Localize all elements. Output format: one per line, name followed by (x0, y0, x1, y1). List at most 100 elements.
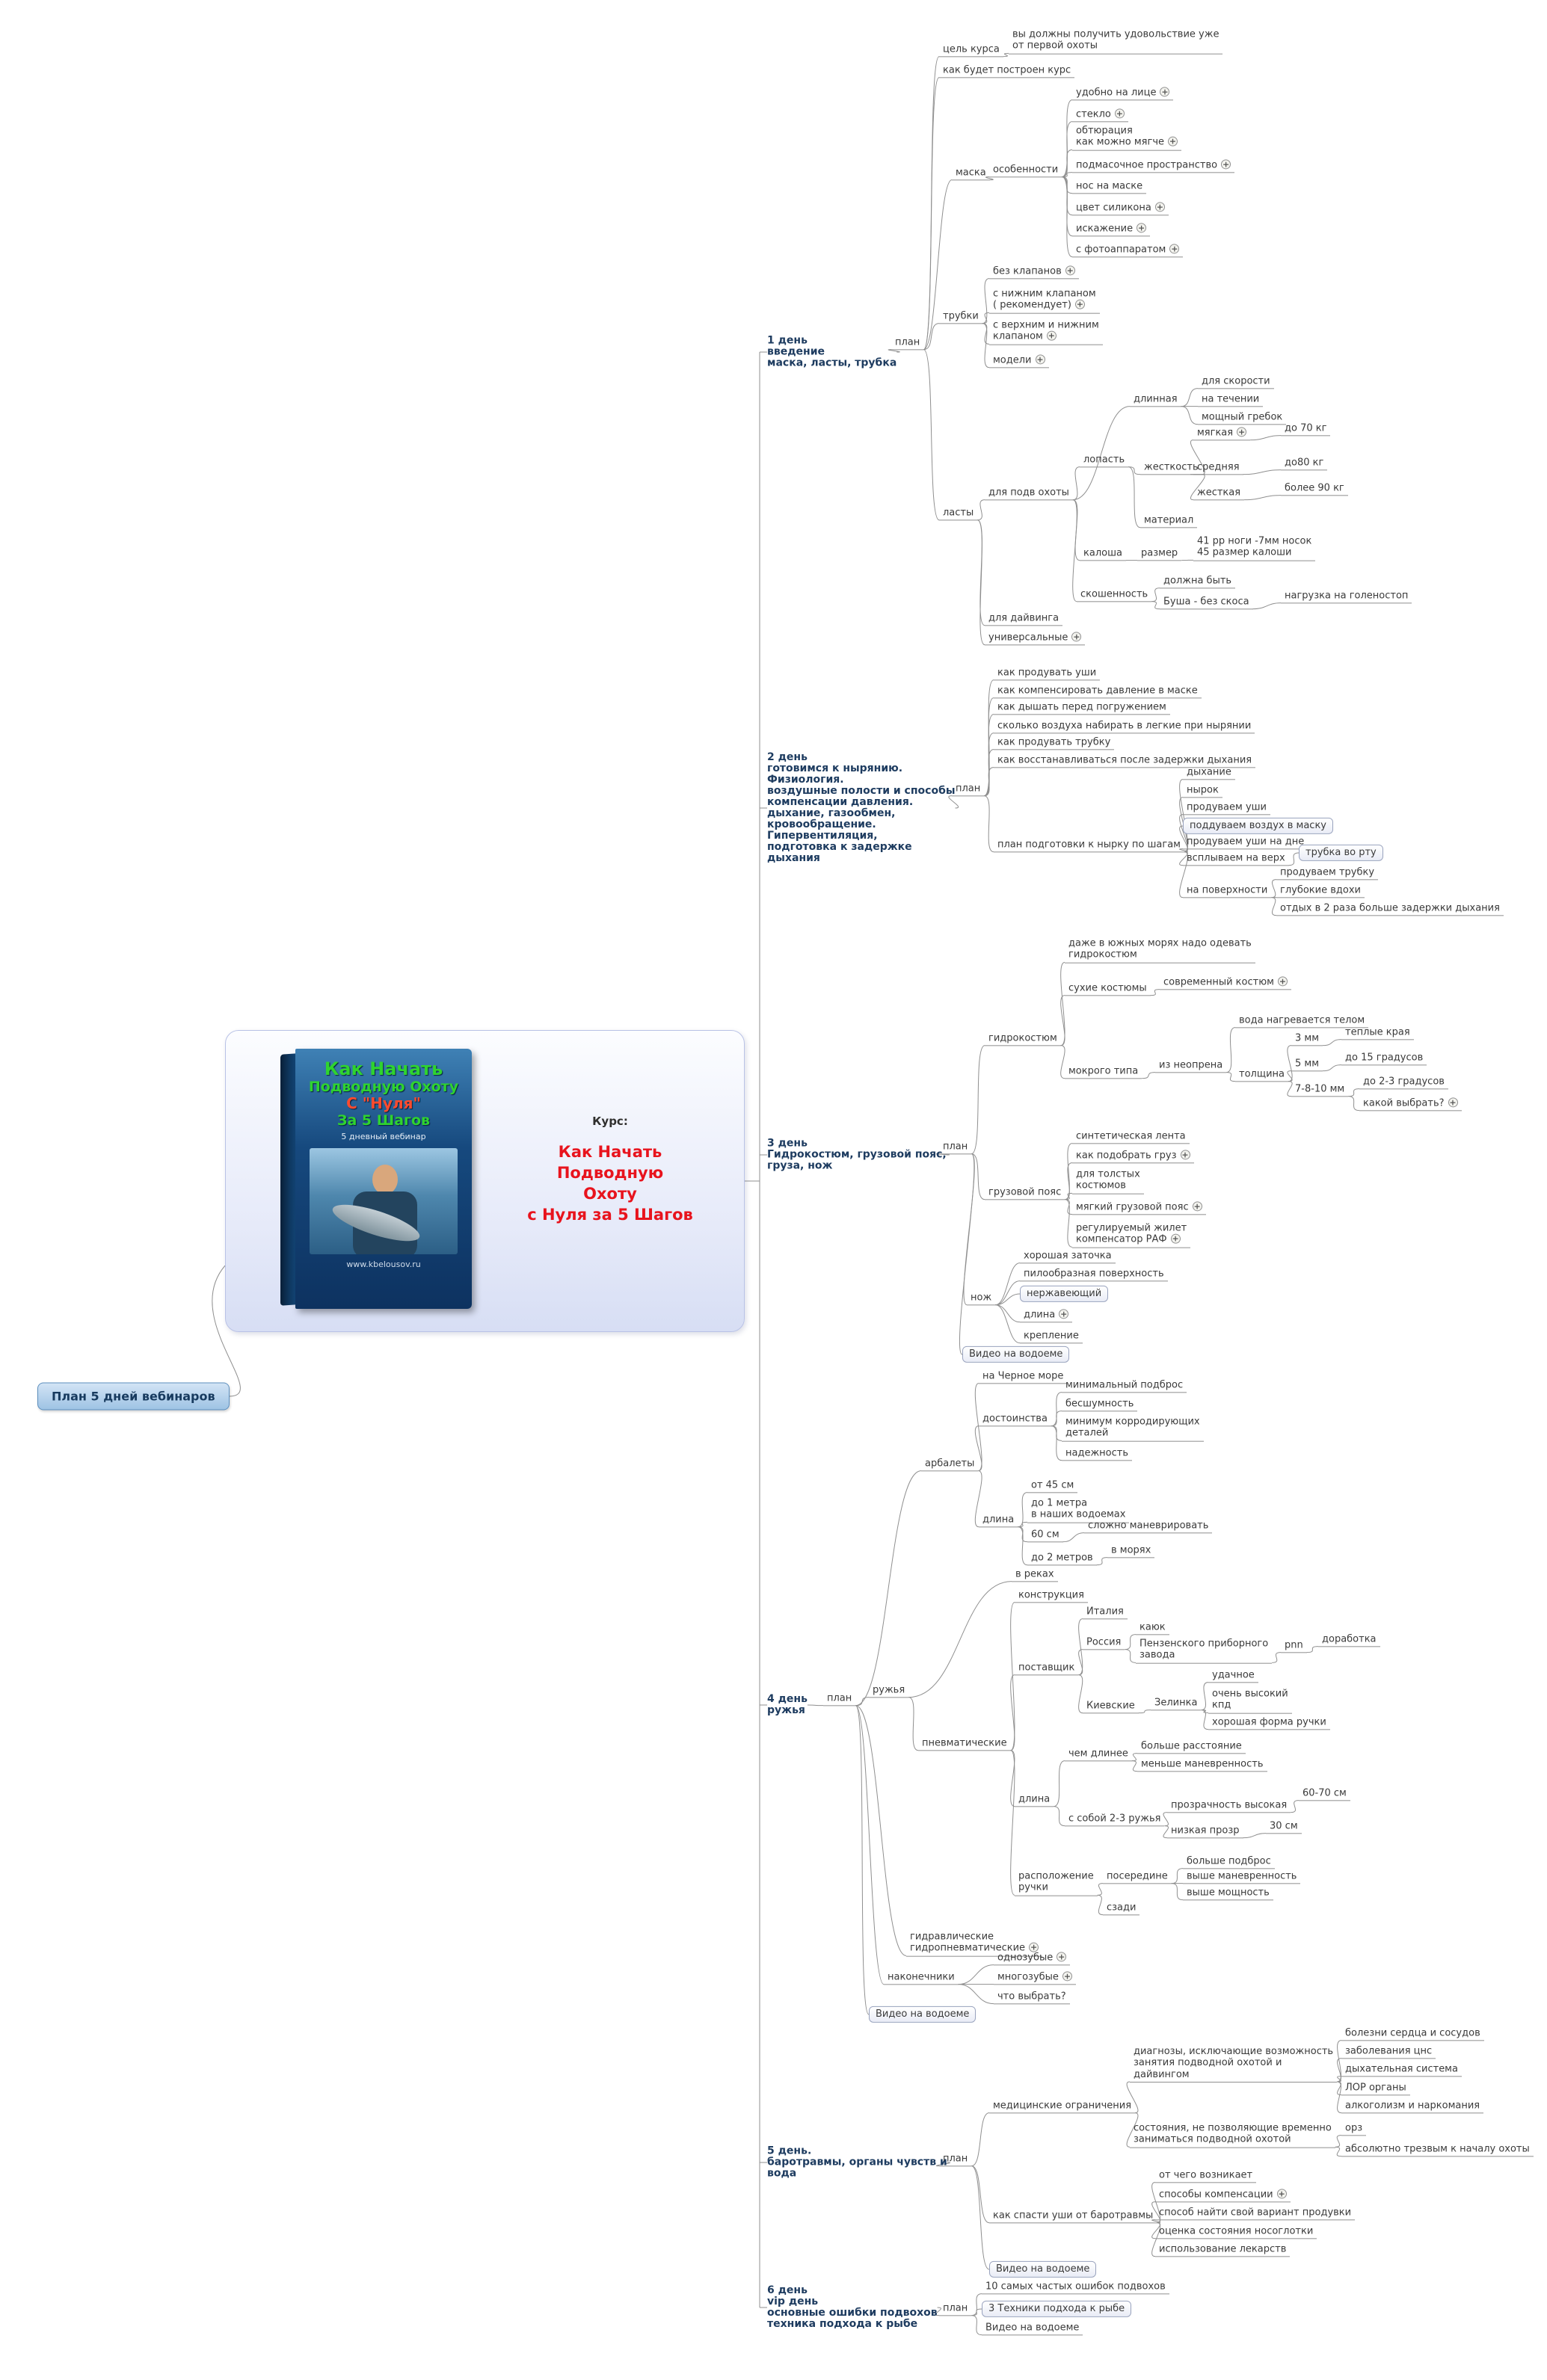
topic-калоша[interactable]: калоша (1080, 546, 1126, 561)
topic-мокрого-типа[interactable]: мокрого типа (1065, 1064, 1142, 1079)
expand-plus-icon[interactable]: + (1221, 159, 1231, 170)
topic-план[interactable]: план (823, 1692, 856, 1707)
expand-plus-icon[interactable]: + (1071, 632, 1082, 642)
topic-длинная[interactable]: длинная (1130, 392, 1181, 407)
topic-материал[interactable]: материал (1140, 514, 1198, 528)
expand-plus-icon[interactable]: + (1276, 2189, 1287, 2199)
topic-план[interactable]: план (952, 782, 985, 797)
topic-41-рр-ноги-7мм-носок[interactable]: 41 рр ноги -7мм носок 45 размер калоши (1193, 535, 1316, 561)
topic-крепление[interactable]: крепление (1020, 1329, 1083, 1344)
expand-plus-icon[interactable]: + (1114, 108, 1125, 119)
topic-орз[interactable]: орз (1341, 2121, 1367, 2136)
topic-искажение[interactable]: искажение+ (1072, 222, 1151, 237)
topic-до-2-3-градусов[interactable]: до 2-3 градусов (1359, 1075, 1448, 1090)
expand-plus-icon[interactable]: + (1029, 1943, 1039, 1952)
topic-продуваем-уши[interactable]: продуваем уши (1183, 801, 1270, 816)
topic-буша-без-скоса[interactable]: Буша - без скоса (1160, 595, 1253, 610)
topic-сухие-костюмы[interactable]: сухие костюмы (1065, 981, 1151, 996)
topic-поставщик[interactable]: поставщик (1015, 1661, 1079, 1676)
topic-прозрачность-высокая[interactable]: прозрачность высокая (1167, 1798, 1291, 1813)
topic-состояния-не-позволяющие-временно[interactable]: состояния, не позволяющие временно заним… (1130, 2122, 1335, 2148)
topic-продуваем-уши-на-дне[interactable]: продуваем уши на дне (1183, 835, 1308, 850)
topic-для-скорости[interactable]: для скорости (1198, 374, 1274, 389)
topic-как-компенсировать-давление-в-маске[interactable]: как компенсировать давление в маске (994, 684, 1202, 699)
topic-как-продувать-уши[interactable]: как продувать уши (994, 666, 1101, 681)
topic-особенности[interactable]: особенности (989, 163, 1062, 178)
topic-минимум-корродирующих[interactable]: минимум корродирующих деталей (1062, 1416, 1204, 1442)
topic-более-90-кг[interactable]: более 90 кг (1281, 481, 1348, 496)
topic-алкоголизм-и-наркомания[interactable]: алкоголизм и наркомания (1341, 2099, 1484, 2114)
topic-цель-курса[interactable]: цель курса (939, 43, 1003, 58)
topic-даже-в-южных-морях-надо-одевать[interactable]: даже в южных морях надо одевать гидрокос… (1065, 937, 1255, 964)
topic-от-чего-возникает[interactable]: от чего возникает (1155, 2168, 1257, 2183)
topic-подмасочное-пространство[interactable]: подмасочное пространство+ (1072, 158, 1235, 173)
topic-пневматические[interactable]: пневматические (918, 1736, 1011, 1751)
expand-plus-icon[interactable]: + (1035, 354, 1045, 365)
topic-какой-выбрать[interactable]: какой выбрать?+ (1359, 1097, 1462, 1112)
topic-выше-мощность[interactable]: выше мощность (1183, 1886, 1273, 1901)
topic-универсальные[interactable]: универсальные+ (985, 631, 1086, 646)
topic-оценка-состояния-носоглотки[interactable]: оценка состояния носоглотки (1155, 2225, 1317, 2239)
course-card[interactable]: Как Начать Подводную Охоту С "Нуля" За 5… (225, 1030, 745, 1332)
topic-бесшумность[interactable]: бесшумность (1062, 1397, 1138, 1412)
day-topic-5-день[interactable]: 5 день. баротравмы, органы чувств и вода (767, 2145, 947, 2180)
topic-как-подобрать-груз[interactable]: как подобрать груз+ (1072, 1149, 1194, 1164)
expand-plus-icon[interactable]: + (1277, 976, 1288, 987)
topic-наконечники[interactable]: наконечники (884, 1970, 959, 1985)
topic-абсолютно-трезвым-к-началу-охоты[interactable]: абсолютно трезвым к началу охоты (1341, 2142, 1534, 2157)
topic-как-будет-построен-курс[interactable]: как будет построен курс (939, 64, 1075, 78)
expand-plus-icon[interactable]: + (1154, 202, 1165, 212)
day-topic-1-день[interactable]: 1 день введение маска, ласты, трубка (767, 335, 896, 369)
topic-регулируемый-жилет[interactable]: регулируемый жилет компенсатор РАФ+ (1072, 1222, 1191, 1248)
topic-из-неопрена[interactable]: из неопрена (1155, 1058, 1227, 1073)
topic-посередине[interactable]: посередине (1103, 1869, 1172, 1884)
topic-доработка[interactable]: доработка (1318, 1633, 1380, 1647)
expand-plus-icon[interactable]: + (1169, 244, 1180, 254)
topic-как-дышать-перед-погружением[interactable]: как дышать перед погружением (994, 700, 1170, 715)
topic-расположение[interactable]: расположение ручки (1015, 1870, 1098, 1896)
topic-дыхательная-система[interactable]: дыхательная система (1341, 2062, 1462, 2077)
topic-план[interactable]: план (891, 336, 924, 351)
topic-модели[interactable]: модели+ (989, 354, 1049, 369)
topic-для-дайвинга[interactable]: для дайвинга (985, 611, 1063, 626)
topic-каюк[interactable]: каюк (1136, 1621, 1169, 1636)
topic-лор-органы[interactable]: ЛОР органы (1341, 2081, 1410, 2096)
topic-с-фотоаппаратом[interactable]: с фотоаппаратом+ (1072, 243, 1184, 258)
topic-гидравлические[interactable]: гидравлические гидропневматические+ (906, 1931, 1043, 1957)
expand-plus-icon[interactable]: + (1192, 1201, 1202, 1212)
topic-как-восстанавливаться-после-задержки-дыхан[interactable]: как восстанавливаться после задержки дых… (994, 753, 1256, 768)
topic-как-спасти-уши-от-баротравмы[interactable]: как спасти уши от баротравмы (989, 2209, 1157, 2224)
expand-plus-icon[interactable]: + (1180, 1150, 1190, 1160)
topic-пензенского-приборного[interactable]: Пензенского приборного завода (1136, 1638, 1273, 1664)
topic-мягкая[interactable]: мягкая+ (1193, 426, 1251, 441)
topic-до80-кг[interactable]: до80 кг (1281, 456, 1328, 471)
topic-план[interactable]: план (939, 2302, 972, 2316)
topic-в-морях[interactable]: в морях (1107, 1544, 1155, 1559)
expand-plus-icon[interactable]: + (1074, 300, 1085, 309)
topic-глубокие-вдохи[interactable]: глубокие вдохи (1276, 884, 1365, 898)
topic-больше-подброс[interactable]: больше подброс (1183, 1855, 1275, 1869)
topic-длина[interactable]: длина+ (1020, 1308, 1073, 1323)
topic-однозубые[interactable]: однозубые+ (994, 1951, 1071, 1966)
topic-что-выбрать[interactable]: что выбрать? (994, 1990, 1070, 2005)
topic-на-поверхности[interactable]: на поверхности (1183, 884, 1272, 898)
topic-теплые-края[interactable]: теплые края (1341, 1026, 1414, 1041)
topic-нагрузка-на-голеностоп[interactable]: нагрузка на голеностоп (1281, 589, 1412, 604)
topic-гидрокостюм[interactable]: гидрокостюм (985, 1032, 1061, 1046)
day-topic-3-день[interactable]: 3 день Гидрокостюм, грузовой пояс, груза… (767, 1138, 947, 1172)
topic-план[interactable]: план (939, 2152, 972, 2167)
topic-синтетическая-лента[interactable]: синтетическая лента (1072, 1129, 1190, 1144)
topic-до-1-метра[interactable]: до 1 метра в наших водоемах (1027, 1497, 1130, 1523)
topic-с-верхним-и-нижним[interactable]: с верхним и нижним клапаном+ (989, 319, 1103, 345)
topic-нос-на-маске[interactable]: нос на маске (1072, 179, 1147, 194)
topic-жесткость[interactable]: жесткость (1140, 460, 1202, 475)
topic-в-реках[interactable]: в реках (1012, 1567, 1058, 1582)
topic-видео-на-водоеме[interactable]: Видео на водоеме (869, 2006, 977, 2023)
topic-сколько-воздуха-набирать-в-легкие-при-ныря[interactable]: сколько воздуха набирать в легкие при ны… (994, 719, 1255, 734)
expand-plus-icon[interactable]: + (1237, 427, 1247, 437)
expand-plus-icon[interactable]: + (1137, 223, 1147, 233)
topic-размер[interactable]: размер (1137, 546, 1182, 561)
topic-скошенность[interactable]: скошенность (1077, 588, 1152, 602)
topic-способы-компенсации[interactable]: способы компенсации+ (1155, 2188, 1291, 2203)
topic-отдых-в-2-раза-больше-задержки-дыхания[interactable]: отдых в 2 раза больше задержки дыхания (1276, 901, 1504, 916)
